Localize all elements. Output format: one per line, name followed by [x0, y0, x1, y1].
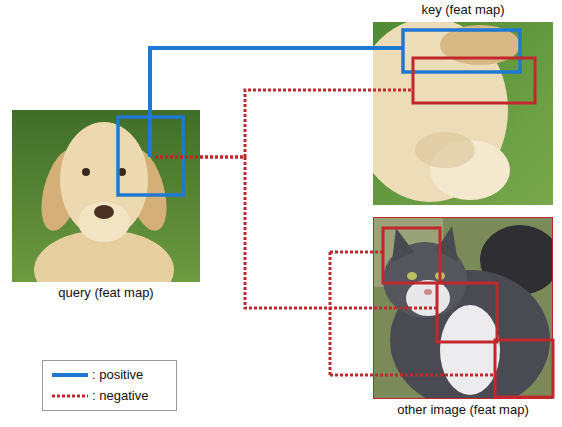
negative-link [155, 157, 495, 375]
feature-map: other image (feat map) [373, 217, 553, 422]
cat-eye [407, 272, 417, 280]
cat-nose [424, 289, 432, 295]
image-caption: query (feat map) [12, 285, 200, 301]
dog-nose [94, 205, 114, 219]
cat-body [390, 270, 550, 399]
fur-shadow [415, 132, 475, 168]
dog-muzzle [78, 202, 130, 242]
feature-map: key (feat map) [373, 2, 553, 205]
dog-eye [82, 168, 90, 176]
legend-box [43, 361, 177, 411]
image-caption: key (feat map) [373, 2, 553, 18]
positive-link [150, 48, 403, 157]
dog-photo [12, 110, 200, 282]
positive-patch [403, 30, 520, 72]
legend-sample [52, 395, 88, 398]
cat-muzzle [406, 280, 450, 316]
image-caption: other image (feat map) [373, 402, 553, 418]
cat-chest [440, 305, 500, 395]
negative-patch [413, 58, 535, 103]
negative-link [155, 90, 413, 157]
negative-patch [495, 340, 553, 397]
legend-text: : negative [92, 388, 148, 404]
legend-sample [52, 373, 88, 377]
feature-map: query (feat map) [12, 110, 200, 308]
cat-ear [392, 228, 414, 262]
negative-patch [437, 283, 497, 342]
negative-patch [383, 228, 440, 283]
legend-text: : positive [92, 367, 143, 383]
